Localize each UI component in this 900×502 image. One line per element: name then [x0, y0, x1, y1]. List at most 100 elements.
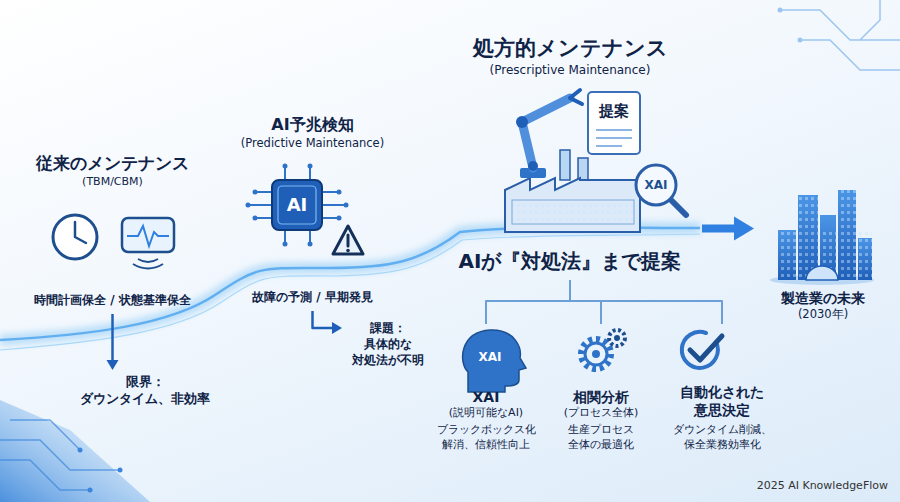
ai-chip-icon-part	[246, 203, 251, 208]
corner-circuit-part	[0, 400, 150, 502]
corner-circuit-part	[0, 420, 120, 490]
sensor-monitor-icon	[122, 218, 174, 269]
node-text: ダウンタイム削減、 保全業務効率化	[658, 423, 786, 453]
ai-chip-icon-part	[283, 164, 288, 169]
ai-chip-icon-part	[253, 190, 258, 195]
node-text: 生産プロセス 全体の最適化	[552, 423, 650, 453]
chip-label: AI	[287, 194, 308, 216]
sensor-monitor-icon-part	[127, 226, 169, 246]
branch-connector	[570, 280, 722, 324]
flow-arrow	[313, 311, 343, 334]
node-text: (説明可能なAI)	[427, 406, 545, 421]
sensor-monitor-icon-part	[133, 259, 163, 269]
factory-illustration-part	[560, 150, 570, 180]
gears-icon-part	[581, 339, 611, 369]
ai-chip-icon-part	[278, 186, 316, 224]
gears-icon-part	[614, 335, 620, 341]
factory-illustration-part	[578, 158, 588, 180]
warning-icon-part	[333, 226, 363, 254]
corner-circuit-part	[78, 448, 83, 453]
ai-chip-icon-part	[248, 166, 346, 244]
warning-icon	[333, 226, 363, 254]
gears-icon-part	[585, 343, 607, 365]
ai-chip-icon-part	[308, 242, 313, 247]
arrowhead	[107, 360, 119, 370]
connector-line	[570, 280, 722, 324]
corner-circuit-part	[88, 488, 93, 493]
credit-watermark: 2025 AI KnowledgeFlow	[757, 479, 888, 492]
robot-arm	[516, 90, 582, 178]
corner-circuit-part	[780, 0, 900, 70]
ai-chip-icon-part	[308, 164, 313, 169]
robot-arm-part	[570, 90, 582, 104]
city-skyline-part	[798, 195, 818, 230]
proposal-document-part	[596, 130, 632, 146]
check-icon-part	[690, 336, 722, 360]
feature-item: 相関分析(プロセス全体)生産プロセス 全体の最適化	[550, 325, 652, 455]
proposal-document	[588, 92, 640, 154]
feature-item: 自動化された 意思決定ダウンタイム削減、 保全業務効率化	[656, 325, 788, 455]
flow-arrow	[702, 217, 754, 241]
node-text: 時間計画保全 / 状態基準保全	[27, 292, 198, 308]
factory-illustration	[505, 150, 640, 232]
ai-chip-icon-part	[253, 216, 258, 221]
gears-icon	[581, 330, 625, 369]
gears-icon-part	[592, 350, 600, 358]
xai-magnifier-part	[636, 165, 676, 205]
stage-group: 処方的メンテナンス(Prescriptive Maintenance)AIが『対…	[440, 32, 700, 277]
proposal-document-part	[588, 92, 640, 154]
factory-illustration-part	[505, 178, 640, 232]
corner-circuit-part	[118, 468, 123, 473]
node-heading: 製造業の未来	[760, 289, 886, 308]
connector-line	[313, 311, 336, 328]
connector-line	[486, 280, 570, 324]
gears-icon-part	[609, 330, 625, 346]
factory-illustration-part	[512, 200, 634, 224]
factory-illustration-part	[512, 200, 634, 224]
robot-arm-part	[522, 98, 570, 168]
arrowhead	[332, 322, 342, 334]
node-text: 故障の予測 / 早期発見	[227, 289, 398, 305]
node-text: (2030年)	[760, 307, 886, 323]
ai-chip-icon-part	[337, 190, 342, 195]
node-text: ブラックボックス化 解消、信頼性向上	[427, 423, 545, 453]
ai-chip-icon-part	[272, 180, 322, 230]
city-skyline-part	[806, 266, 838, 280]
branch-connector	[486, 280, 570, 324]
stage-group: AI予兆検知(Predictive Maintenance) 故障の予測 / 早期…	[225, 112, 400, 307]
clock-icon	[53, 215, 97, 259]
node-text: (Predictive Maintenance)	[227, 136, 398, 152]
city-skyline-part	[838, 190, 856, 230]
corner-circuit-part	[778, 8, 783, 13]
ai-chip-icon-part	[344, 203, 349, 208]
magnifier-label: XAI	[644, 178, 667, 192]
clock-icon-part	[53, 215, 97, 259]
node-text: (プロセス全体)	[552, 406, 650, 421]
city-skyline	[770, 190, 874, 285]
node-heading: 限界： ダウンタイム、非効率	[80, 374, 210, 408]
feature-item: XAI (説明可能なAI) ブラックボックス化 解消、信頼性向上	[425, 325, 547, 455]
limit-note: 限界： ダウンタイム、非効率	[78, 372, 212, 412]
check-icon	[682, 332, 722, 368]
ai-chip-icon	[246, 164, 349, 247]
node-text: (TBM/CBM)	[27, 175, 198, 190]
ai-chip-icon-part	[283, 242, 288, 247]
arrowhead	[734, 217, 754, 241]
xai-magnifier-part	[670, 199, 686, 215]
document-label: 提案	[599, 102, 629, 120]
ai-chip-icon-part	[337, 216, 342, 221]
robot-arm-part	[528, 161, 538, 171]
node-heading: 従来のメンテナンス	[27, 152, 198, 175]
xai-head-icon-part	[463, 330, 526, 392]
node-heading: 処方的メンテナンス	[442, 34, 698, 62]
stage-group: 従来のメンテナンス(TBM/CBM) 時間計画保全 / 状態基準保全	[25, 150, 200, 310]
corner-circuit-part	[798, 38, 803, 43]
connector-line	[111, 314, 114, 363]
head-label: XAI	[478, 350, 501, 364]
node-heading: 自動化された 意思決定	[658, 383, 786, 421]
node-heading: AI予兆検知	[227, 114, 398, 136]
issue-note: 課題： 具体的な 対処法が不明	[345, 318, 431, 373]
robot-arm-part	[516, 116, 528, 128]
node-heading: 課題： 具体的な 対処法が不明	[347, 320, 429, 369]
